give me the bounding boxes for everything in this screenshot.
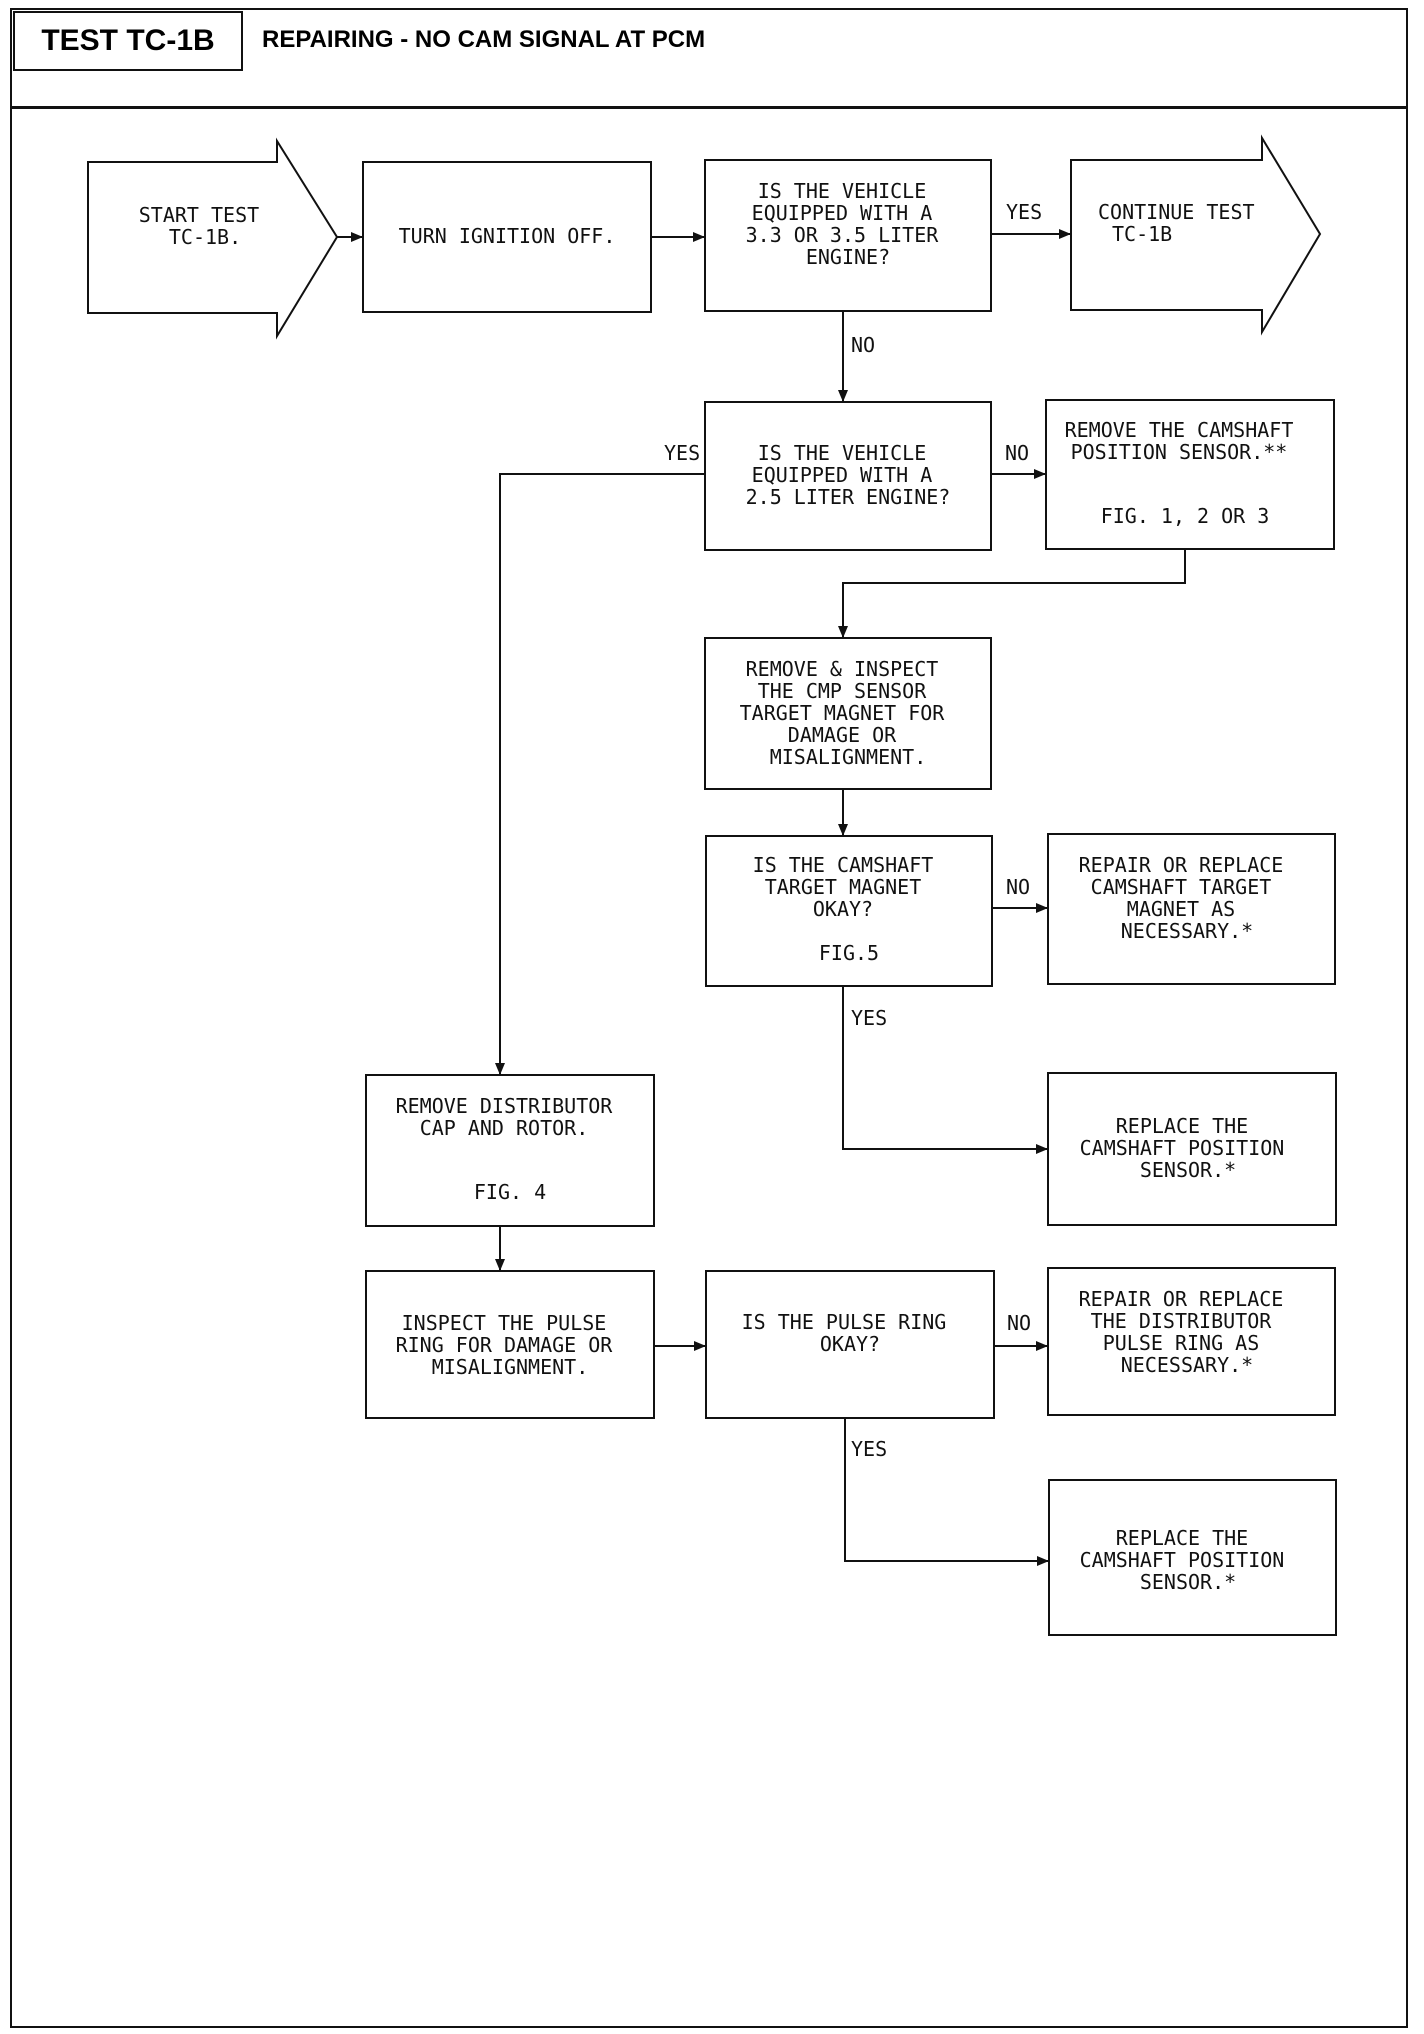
page-title: REPAIRING - NO CAM SIGNAL AT PCM [262, 26, 706, 53]
remove-distributor-node-text: REMOVE DISTRIBUTOR CAP AND ROTOR. FIG. 4 [396, 1094, 625, 1204]
edge-label-q3-yes: YES [851, 1006, 887, 1030]
ignition-off-node [362, 161, 652, 313]
inspect-magnet-node-text: REMOVE & INSPECT THE CMP SENSOR TARGET M… [740, 657, 957, 769]
q-magnet-node [705, 835, 993, 987]
edge-q4-yes [844, 1418, 1049, 1566]
inspect-pulse-node-text: INSPECT THE PULSE RING FOR DAMAGE OR MIS… [396, 1311, 625, 1379]
repair-pulse-node-text: REPAIR OR REPLACE THE DISTRIBUTOR PULSE … [1079, 1287, 1296, 1377]
test-id-label: TEST TC-1B [13, 11, 243, 71]
q-33-35-node-text: IS THE VEHICLE EQUIPPED WITH A 3.3 OR 3.… [746, 179, 951, 269]
continue-node [1070, 134, 1322, 336]
q-25-node [704, 401, 992, 551]
edge-label-q4-no: NO [1007, 1311, 1031, 1335]
edge-remove-cmp-to-inspect [838, 549, 1186, 638]
q-33-35-node [704, 159, 992, 312]
q-25-node-text: IS THE VEHICLE EQUIPPED WITH A 2.5 LITER… [746, 441, 951, 509]
inspect-magnet-node [704, 637, 992, 790]
edge-label-q2-yes: YES [664, 441, 700, 465]
repair-pulse-node [1047, 1267, 1336, 1416]
start-node-text: START TEST TC-1B. [139, 203, 271, 249]
inspect-pulse-node [365, 1270, 655, 1419]
edge-label-q4-yes: YES [851, 1437, 887, 1461]
q-magnet-node-text: IS THE CAMSHAFT TARGET MAGNET OKAY? FIG.… [753, 853, 946, 965]
header-divider [10, 106, 1408, 109]
edge-label-q2-no: NO [1005, 441, 1029, 465]
page-frame [10, 8, 1408, 2028]
edge-label-q3-no: NO [1006, 875, 1030, 899]
edge-q2-yes [495, 473, 705, 1075]
start-node [87, 137, 339, 340]
repair-magnet-node [1047, 833, 1336, 985]
replace-sensor-node-2-text: REPLACE THE CAMSHAFT POSITION SENSOR.* [1080, 1526, 1297, 1594]
continue-node-text: CONTINUE TEST TC-1B [1098, 200, 1267, 246]
replace-sensor-node-1-text: REPLACE THE CAMSHAFT POSITION SENSOR.* [1080, 1114, 1297, 1182]
edge-label-q1-yes: YES [1006, 200, 1042, 224]
replace-sensor-node-2 [1048, 1479, 1337, 1636]
edge-label-q1-no: NO [851, 333, 875, 357]
ignition-off-node-text: TURN IGNITION OFF. [399, 224, 616, 248]
repair-magnet-node-text: REPAIR OR REPLACE CAMSHAFT TARGET MAGNET… [1079, 853, 1296, 943]
remove-cmp-node [1045, 399, 1335, 550]
replace-sensor-node-1 [1047, 1072, 1337, 1226]
q-pulse-node [705, 1270, 995, 1419]
q-pulse-node-text: IS THE PULSE RING OKAY? [742, 1310, 959, 1356]
edge-q3-yes [842, 986, 1048, 1154]
remove-distributor-node [365, 1074, 655, 1227]
remove-cmp-node-text: REMOVE THE CAMSHAFT POSITION SENSOR.** F… [1065, 418, 1306, 528]
